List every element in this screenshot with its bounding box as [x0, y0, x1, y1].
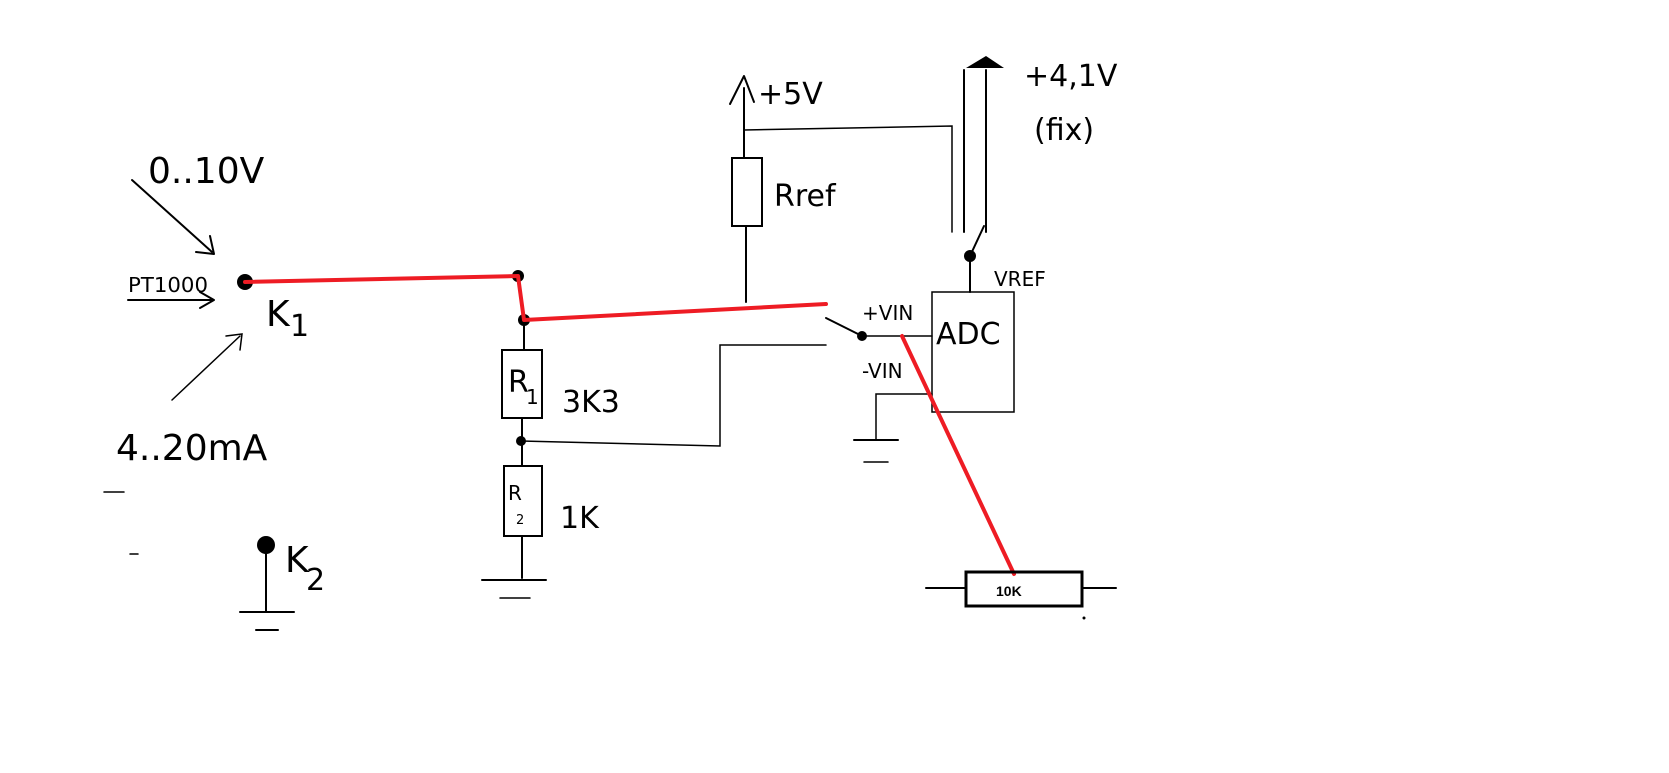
rref-label: Rref — [774, 179, 837, 214]
vin-minus-wire — [875, 393, 933, 441]
resistor-10k-value: 10K — [996, 583, 1022, 599]
red-wire-to-10k — [900, 334, 1016, 576]
r1-symbol: R — [508, 365, 529, 400]
r1-sub: 1 — [526, 385, 539, 409]
sensor-arrow — [127, 291, 215, 309]
r1-value: 3K3 — [562, 385, 620, 420]
stray-dot — [1082, 616, 1086, 620]
vin-plus-pin-label: +VIN — [862, 301, 913, 325]
current-arrow — [171, 333, 243, 401]
r2-sub: 2 — [516, 513, 524, 528]
terminal-k2-sub: 2 — [306, 563, 325, 598]
vref-switch-blade — [969, 225, 985, 257]
plus41v-arrow-icon — [963, 56, 1004, 233]
plus5v-label: +5V — [758, 77, 823, 112]
plus5v-arrow-icon — [729, 75, 755, 159]
voltage-range-label: 0..10V — [148, 151, 265, 192]
terminal-k1-label: K — [266, 294, 291, 335]
resistor-10k — [964, 570, 1084, 608]
vin-minus-pin-label: -VIN — [862, 359, 903, 383]
resistor-rref — [731, 157, 763, 227]
tap-wire-to-switch — [520, 344, 827, 447]
terminal-k1-sub: 1 — [290, 309, 309, 344]
r2-value: 1K — [560, 501, 600, 536]
ground-k2-icon — [239, 611, 295, 631]
terminal-k2-label: K — [285, 540, 310, 581]
sensor-label: PT1000 — [128, 273, 208, 297]
r2-symbol: R — [508, 481, 522, 505]
plus41v-label: +4,1V — [1024, 59, 1118, 94]
vin-switch-blade — [825, 317, 863, 337]
ground-r2-icon — [481, 579, 547, 599]
adc-label: ADC — [936, 317, 1001, 352]
adc-block — [931, 291, 1015, 413]
vref-pin-label: VREF — [994, 267, 1046, 291]
plus5v-to-vref-wire — [743, 125, 953, 233]
current-range-label: 4..20mA — [116, 428, 268, 469]
red-correction-wire — [243, 274, 828, 322]
voltage-arrow — [131, 179, 215, 255]
fix-note: (fix) — [1034, 113, 1094, 148]
ground-adc-icon — [853, 439, 899, 463]
